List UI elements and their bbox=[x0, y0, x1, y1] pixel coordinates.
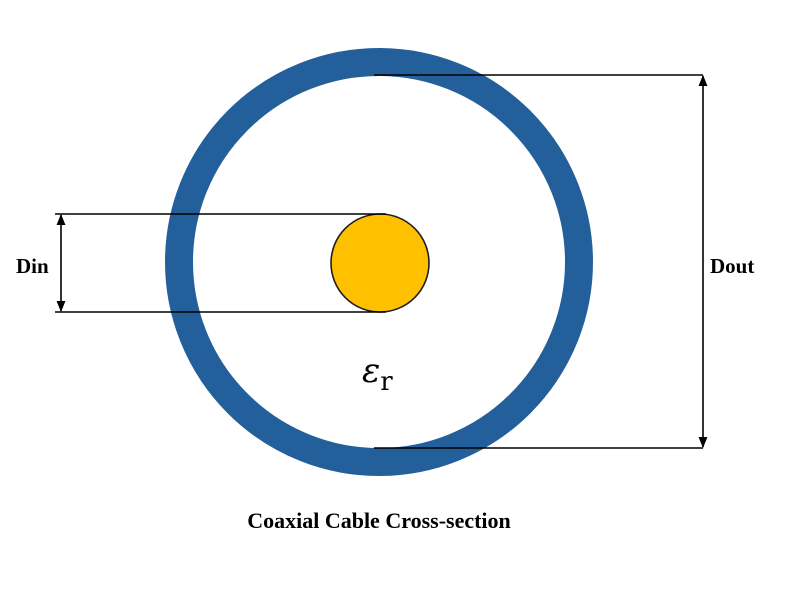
outer-conductor-ring bbox=[165, 48, 593, 476]
diagram-caption: Coaxial Cable Cross-section bbox=[247, 508, 511, 533]
inner-conductor bbox=[330, 213, 430, 313]
permittivity-subscript: r bbox=[380, 367, 393, 397]
permittivity-symbol: ε bbox=[362, 351, 380, 391]
dout-label: Dout bbox=[710, 254, 754, 278]
permittivity-label: εr bbox=[362, 351, 393, 397]
din-label: Din bbox=[16, 254, 49, 278]
